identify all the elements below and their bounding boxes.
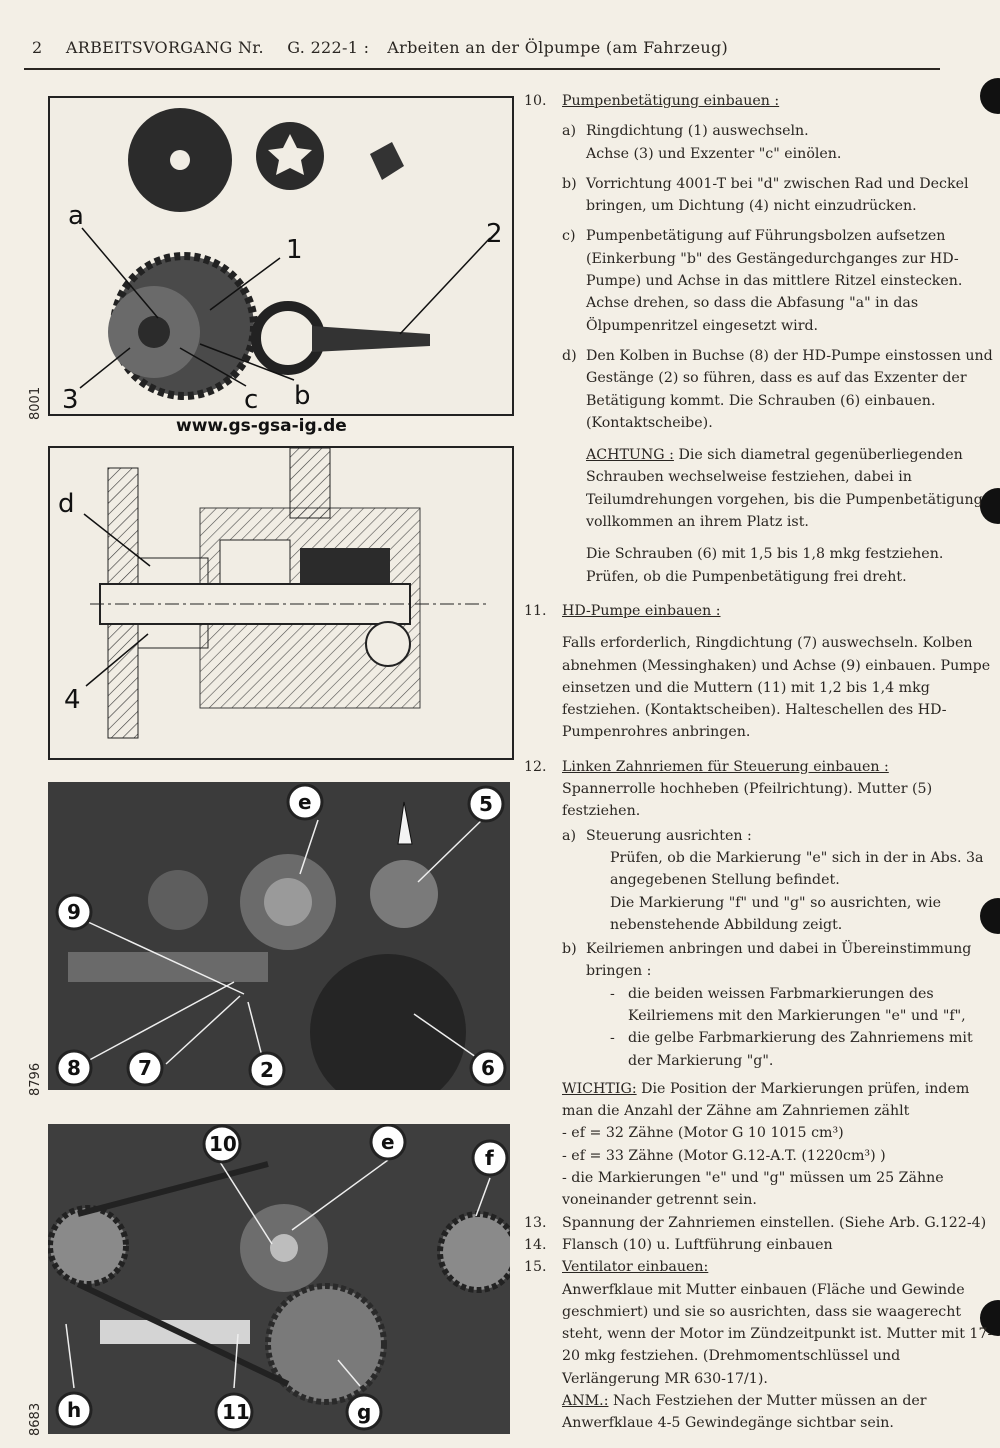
- step-number: 11.: [524, 602, 547, 619]
- torque-note: Die Schrauben (6) mit 1,5 bis 1,8 mkg fe…: [586, 546, 944, 585]
- step-number: 12.: [524, 758, 547, 775]
- photo2-label-10: 10: [209, 1132, 237, 1156]
- warning-note: ACHTUNG : Die sich diametral gegenüberli…: [586, 444, 994, 533]
- step-10-body: a) Ringdichtung (1) auswechseln. Achse (…: [562, 120, 994, 588]
- item-text: Pumpenbetätigung auf Führungsbolzen aufs…: [586, 228, 963, 334]
- photo-timing-belt-left: e 5 9 8 7 2 6: [48, 782, 510, 1090]
- remark-text: Nach Festziehen der Mutter müssen an der…: [562, 1393, 927, 1432]
- step-intro: Spannerrolle hochheben (Pfeilrichtung). …: [562, 781, 933, 820]
- figure-code-2: 8796: [28, 1062, 43, 1096]
- binder-hole: [980, 78, 1000, 114]
- fig2-label-4: 4: [64, 685, 81, 715]
- item-label: b): [562, 175, 577, 192]
- step-11-body: Falls erforderlich, Ringdichtung (7) aus…: [562, 635, 991, 741]
- figure-code-3: 8683: [28, 1402, 43, 1436]
- step-10: 10. Pumpenbetätigung einbauen :: [524, 90, 994, 112]
- step-15: 15. Ventilator einbauen:: [524, 1256, 994, 1278]
- item-label: a): [562, 123, 576, 140]
- header-rule: [24, 68, 940, 70]
- step-14: 14. Flansch (10) u. Luftführung einbauen: [524, 1234, 994, 1256]
- important-label: WICHTIG:: [562, 1080, 637, 1097]
- step-number: 10.: [524, 93, 547, 109]
- photo1-label-2: 2: [260, 1058, 274, 1082]
- photo1-label-9: 9: [67, 900, 81, 924]
- page-header: 2 ARBEITSVORGANG Nr. G. 222-1 : Arbeiten …: [32, 38, 942, 57]
- item-text: Den Kolben in Buchse (8) der HD-Pumpe ei…: [586, 347, 993, 431]
- item-title: Steuerung ausrichten :: [586, 827, 752, 844]
- figure-code-1: 8001: [28, 386, 43, 420]
- step-title: Ventilator einbauen:: [562, 1259, 709, 1276]
- step-text: Flansch (10) u. Luftführung einbauen: [562, 1236, 833, 1253]
- photo2-label-11: 11: [222, 1400, 250, 1424]
- header-label: ARBEITSVORGANG Nr.: [65, 38, 264, 57]
- remark-note: ANM.: Nach Festziehen der Mutter müssen …: [562, 1390, 994, 1435]
- step-text: Anwerfklaue mit Mutter einbauen (Fläche …: [562, 1281, 993, 1387]
- step-number: 13.: [524, 1214, 547, 1231]
- fig1-label-a: a: [68, 201, 84, 231]
- item-label: d): [562, 347, 577, 364]
- photo1-label-5: 5: [479, 792, 493, 816]
- fig1-label-2: 2: [486, 219, 503, 249]
- instructions-column: 10. Pumpenbetätigung einbauen : a) Ringd…: [524, 90, 994, 1435]
- item-text: Prüfen, ob die Markierung "e" sich in de…: [610, 849, 984, 889]
- page-number: 2: [32, 38, 43, 57]
- photo-timing-marks: 10 e f h 11 g: [48, 1124, 510, 1434]
- photo1-label-e: e: [298, 790, 312, 814]
- remark-label: ANM.:: [562, 1393, 609, 1410]
- photo1-label-8: 8: [67, 1056, 81, 1080]
- item-text: Vorrichtung 4001-T bei "d" zwischen Rad …: [586, 175, 969, 215]
- photo2-label-e: e: [381, 1130, 395, 1154]
- figure-section-drawing: d 4: [48, 446, 514, 760]
- step-13: 13. Spannung der Zahnriemen einstellen. …: [524, 1212, 994, 1234]
- binder-hole: [980, 1300, 1000, 1336]
- photo1-illustration: e 5 9 8 7 2 6: [48, 782, 510, 1090]
- item-title: Keilriemen anbringen und dabei in Überei…: [586, 941, 972, 980]
- fig1-label-c: c: [244, 385, 258, 414]
- parts-illustration: a 1 2 3 c b: [62, 108, 503, 414]
- item-label: c): [562, 228, 576, 245]
- header-title: Arbeiten an der Ölpumpe (am Fahrzeug): [387, 38, 729, 57]
- item-text: die gelbe Farbmarkierung des Zahnriemens…: [628, 1030, 973, 1069]
- item-label: b): [562, 941, 577, 958]
- important-note: WICHTIG: Die Position der Markierungen p…: [562, 1078, 994, 1123]
- important-text: Die Position der Markierungen prüfen, in…: [562, 1080, 970, 1120]
- photo2-illustration: 10 e f h 11 g: [48, 1124, 510, 1434]
- step-12-body: Spannerrolle hochheben (Pfeilrichtung). …: [562, 778, 994, 1212]
- section-illustration: d 4: [58, 448, 490, 739]
- step-11: 11. HD-Pumpe einbauen :: [524, 600, 994, 622]
- watermark-url: www.gs-gsa-ig.de: [176, 416, 347, 436]
- fig2-label-d: d: [58, 489, 75, 519]
- fig1-label-3: 3: [62, 385, 79, 414]
- fig1-label-b: b: [294, 381, 311, 411]
- step-15-body: Anwerfklaue mit Mutter einbauen (Fläche …: [562, 1279, 994, 1435]
- photo1-label-6: 6: [481, 1056, 495, 1080]
- step-12: 12. Linken Zahnriemen für Steuerung einb…: [524, 756, 994, 778]
- tooth-count-1: - ef = 32 Zähne (Motor G 10 1015 cm³): [562, 1125, 844, 1142]
- item-text: die beiden weissen Farbmarkierungen des …: [628, 985, 966, 1024]
- warning-label: ACHTUNG :: [586, 447, 674, 464]
- photo2-label-f: f: [485, 1146, 494, 1170]
- item-text: Die Markierung "f" und "g" so ausrichten…: [610, 894, 942, 933]
- fig1-label-1: 1: [286, 235, 303, 265]
- procedure-number: G. 222-1 :: [287, 38, 370, 57]
- figure-oil-pump-parts: a 1 2 3 c b: [48, 96, 514, 416]
- warning-text: Die sich diametral gegenüberliegenden Sc…: [586, 447, 983, 531]
- step-title: Pumpenbetätigung einbauen :: [562, 93, 780, 109]
- item-label: a): [562, 827, 576, 844]
- photo2-label-h: h: [67, 1398, 81, 1422]
- photo2-label-g: g: [357, 1400, 371, 1424]
- item-text: Achse (3) und Exzenter "c" einölen.: [586, 145, 842, 162]
- tooth-count-3: - die Markierungen "e" und "g" müssen um…: [562, 1170, 944, 1209]
- photo1-label-7: 7: [138, 1056, 152, 1080]
- tooth-count-2: - ef = 33 Zähne (Motor G.12-A.T. (1220cm…: [562, 1147, 886, 1164]
- binder-hole: [980, 898, 1000, 934]
- step-text: Spannung der Zahnriemen einstellen. (Sie…: [562, 1214, 987, 1231]
- item-text: Ringdichtung (1) auswechseln.: [586, 123, 809, 140]
- step-number: 14.: [524, 1236, 547, 1253]
- step-number: 15.: [524, 1259, 547, 1276]
- step-title: HD-Pumpe einbauen :: [562, 602, 721, 619]
- binder-hole: [980, 488, 1000, 524]
- step-title: Linken Zahnriemen für Steuerung einbauen…: [562, 758, 889, 775]
